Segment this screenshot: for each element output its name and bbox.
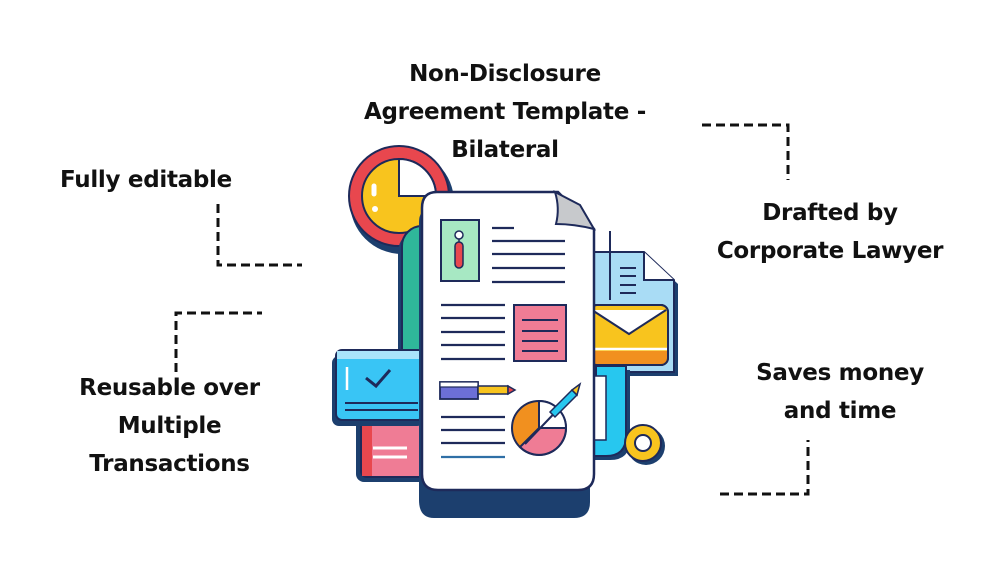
document-icon xyxy=(419,190,597,518)
pie-chart-icon xyxy=(511,382,582,456)
feature-drafted-by: Drafted by Corporate Lawyer xyxy=(700,194,960,270)
feature-text: Transactions xyxy=(89,451,250,477)
feature-text: Saves money xyxy=(756,360,924,386)
feature-text: Fully editable xyxy=(60,167,232,193)
title-line-1: Non-Disclosure xyxy=(409,61,601,87)
page-title: Non-Disclosure Agreement Template - Bila… xyxy=(340,55,670,169)
connector-reusable xyxy=(174,311,262,372)
book-icon xyxy=(356,412,430,482)
pen-icon xyxy=(439,381,517,400)
feature-text: Reusable over xyxy=(79,375,260,401)
envelope-icon xyxy=(589,304,669,366)
feature-saves: Saves money and time xyxy=(735,354,945,430)
checklist-icon xyxy=(332,349,425,426)
feature-text: Multiple xyxy=(117,413,222,439)
connector-fully-editable xyxy=(216,204,302,267)
feature-fully-editable: Fully editable xyxy=(60,161,270,199)
coin-icon xyxy=(624,424,665,465)
feature-text: Corporate Lawyer xyxy=(716,238,944,264)
connector-drafted-by xyxy=(702,123,790,180)
title-line-2: Agreement Template - xyxy=(364,99,646,125)
feature-reusable: Reusable over Multiple Transactions xyxy=(62,369,277,483)
title-line-3: Bilateral xyxy=(451,137,559,163)
connector-saves xyxy=(720,440,810,496)
feature-text: and time xyxy=(783,398,897,424)
feature-text: Drafted by xyxy=(762,200,898,226)
